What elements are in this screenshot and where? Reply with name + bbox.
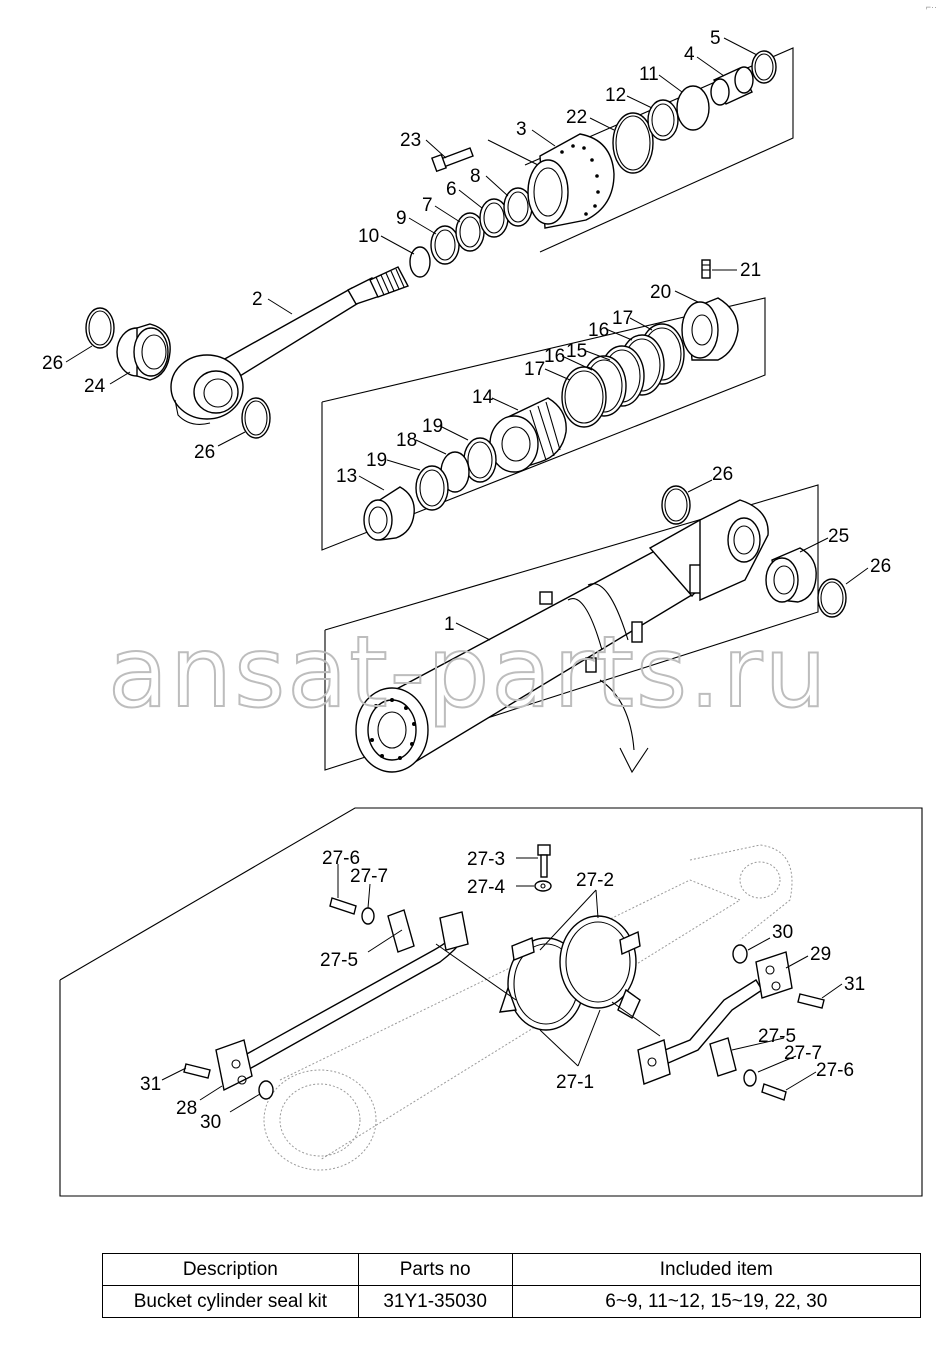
callout-12: 12 (605, 85, 626, 106)
callout-26: 26 (870, 556, 891, 577)
callout-5: 5 (710, 28, 721, 49)
table-header-row: Description Parts no Included item (102, 1253, 922, 1286)
callout-4: 4 (684, 44, 695, 65)
callout-27-4: 27-4 (467, 877, 505, 898)
callout-27-7: 27-7 (350, 866, 388, 887)
callout-10: 10 (358, 226, 379, 247)
callout-19: 19 (366, 450, 387, 471)
callout-18: 18 (396, 430, 417, 451)
callout-25: 25 (828, 526, 849, 547)
callout-15: 15 (566, 341, 587, 362)
callout-23: 23 (400, 130, 421, 151)
header-included-item: Included item (511, 1253, 922, 1286)
callout-21: 21 (740, 260, 761, 281)
piston-assembly (363, 259, 739, 541)
callout-31: 31 (844, 974, 865, 995)
callout-27-3: 27-3 (467, 849, 505, 870)
callout-27-2: 27-2 (576, 870, 614, 891)
callout-28: 28 (176, 1098, 197, 1119)
corner-mark: ⌐·· (925, 2, 937, 12)
callout-13: 13 (336, 466, 357, 487)
callout-26: 26 (712, 464, 733, 485)
callout-16: 16 (544, 346, 565, 367)
callout-27-7: 27-7 (784, 1043, 822, 1064)
watermark: ansat-parts.ru (108, 616, 829, 730)
callout-17: 17 (524, 359, 545, 380)
cylinder-tube (355, 485, 847, 774)
callout-26: 26 (194, 442, 215, 463)
callout-27-5: 27-5 (758, 1026, 796, 1047)
header-description: Description (102, 1253, 359, 1286)
callout-11: 11 (639, 64, 659, 85)
callout-labels: 5 4 11 12 22 3 23 8 6 7 9 10 2 26 24 26 … (42, 28, 891, 1133)
callout-17: 17 (612, 308, 633, 329)
callout-9: 9 (396, 208, 407, 229)
cell-parts-no: 31Y1-35030 (357, 1285, 513, 1318)
callout-30: 30 (772, 922, 793, 943)
callout-31: 31 (140, 1074, 161, 1095)
rod-assembly (85, 50, 777, 439)
callout-27-6: 27-6 (816, 1060, 854, 1081)
callout-6: 6 (446, 179, 457, 200)
callout-22: 22 (566, 107, 587, 128)
callout-14: 14 (472, 387, 494, 408)
callout-30: 30 (200, 1112, 221, 1133)
callout-27-6: 27-6 (322, 848, 360, 869)
cell-included-item: 6~9, 11~12, 15~19, 22, 30 (511, 1285, 922, 1318)
leader-lines (65, 37, 869, 1113)
callout-3: 3 (516, 119, 527, 140)
seal-kit-table: Description Parts no Included item Bucke… (102, 1253, 922, 1318)
callout-1: 1 (444, 614, 455, 635)
header-parts-no: Parts no (357, 1253, 513, 1286)
callout-24: 24 (84, 376, 106, 397)
cell-description: Bucket cylinder seal kit (102, 1285, 359, 1318)
callout-29: 29 (810, 944, 831, 965)
table-row: Bucket cylinder seal kit 31Y1-35030 6~9,… (102, 1285, 922, 1318)
callout-16: 16 (588, 320, 609, 341)
piping-assembly (183, 844, 825, 1171)
callout-2: 2 (252, 289, 263, 310)
callout-26: 26 (42, 353, 63, 374)
callout-19: 19 (422, 416, 443, 437)
callout-8: 8 (470, 166, 481, 187)
callout-20: 20 (650, 282, 671, 303)
callout-27-5: 27-5 (320, 950, 358, 971)
callout-7: 7 (422, 195, 433, 216)
callout-27-1: 27-1 (556, 1072, 594, 1093)
